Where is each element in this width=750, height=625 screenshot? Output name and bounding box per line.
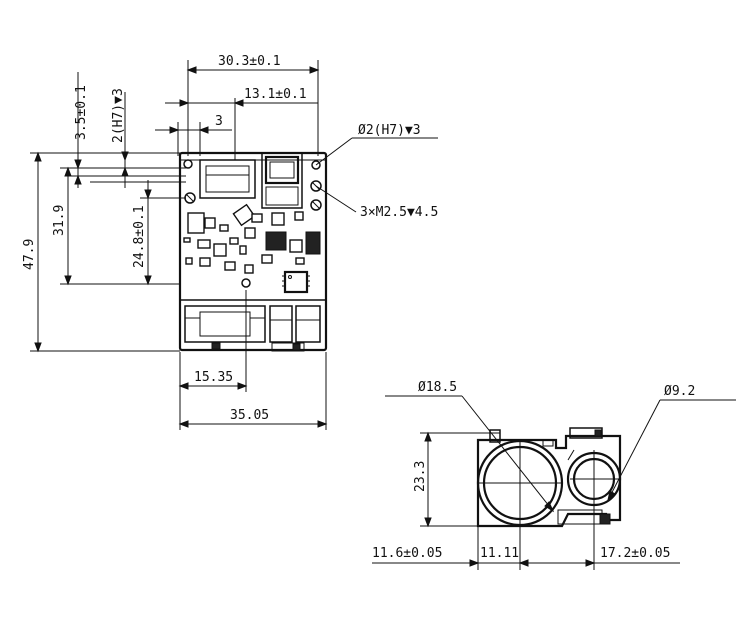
small-lens [566, 449, 622, 508]
dim-front-bottom: 11.6±0.05 11.11 17.2±0.05 [372, 506, 680, 570]
emitter-block [180, 299, 326, 352]
screw-callout: 3×M2.5▼4.5 [315, 185, 438, 220]
dim-bottom-total: 35.05 [178, 352, 328, 430]
dim-front-height: 23.3 [413, 431, 500, 528]
mounting-holes [183, 159, 322, 211]
dim-offset-hole: 13.1±0.1 [165, 87, 318, 160]
pin-callout: Ø2(H7)▼3 [315, 123, 438, 166]
dim-height-left: 31.9 [52, 166, 186, 286]
dim-center-gap-label: 11.11 [480, 546, 519, 561]
large-lens [476, 439, 564, 527]
dim-height-total-label: 47.9 [22, 239, 37, 270]
dim-small-offset: 3 [155, 114, 232, 156]
dim-vert-top-label: 3.5±0.1 [74, 85, 89, 140]
pin-callout-label: Ø2(H7)▼3 [358, 123, 421, 138]
dim-width-total: 30.3±0.1 [186, 54, 320, 156]
dim-pin-hole: 2(H7)▼3 [90, 88, 186, 188]
top-connector [199, 159, 256, 199]
dim-height-total: 47.9 [22, 151, 180, 353]
dim-front-height-label: 23.3 [413, 461, 428, 492]
small-lens-callout: Ø9.2 [607, 384, 736, 502]
front-body-outline [476, 434, 622, 528]
dim-pin-hole-label: 2(H7)▼3 [111, 88, 126, 143]
dim-bottom-total-label: 35.05 [230, 408, 269, 423]
dim-height-inner: 24.8±0.1 [132, 180, 186, 286]
front-view: Ø18.5 Ø9.2 23.3 [372, 380, 736, 570]
large-lens-callout: Ø18.5 [385, 380, 555, 513]
dim-small-offset-label: 3 [215, 114, 223, 129]
top-view: 30.3±0.1 13.1±0.1 3 47.9 [22, 54, 438, 430]
dim-height-inner-label: 24.8±0.1 [132, 205, 147, 268]
dim-right-offset-label: 17.2±0.05 [600, 546, 670, 561]
receiver-block [261, 152, 303, 209]
large-lens-label: Ø18.5 [418, 380, 457, 395]
dim-left-offset-label: 11.6±0.05 [372, 546, 442, 561]
small-lens-label: Ø9.2 [664, 384, 695, 399]
dim-width-total-label: 30.3±0.1 [218, 54, 281, 69]
dim-height-left-label: 31.9 [52, 205, 67, 236]
screw-callout-label: 3×M2.5▼4.5 [360, 205, 438, 220]
dim-bottom-inner-label: 15.35 [194, 370, 233, 385]
dim-bottom-inner: 15.35 [178, 290, 248, 430]
dim-offset-hole-label: 13.1±0.1 [244, 87, 307, 102]
pcb-components [183, 203, 321, 294]
pcb-outline [178, 151, 328, 352]
